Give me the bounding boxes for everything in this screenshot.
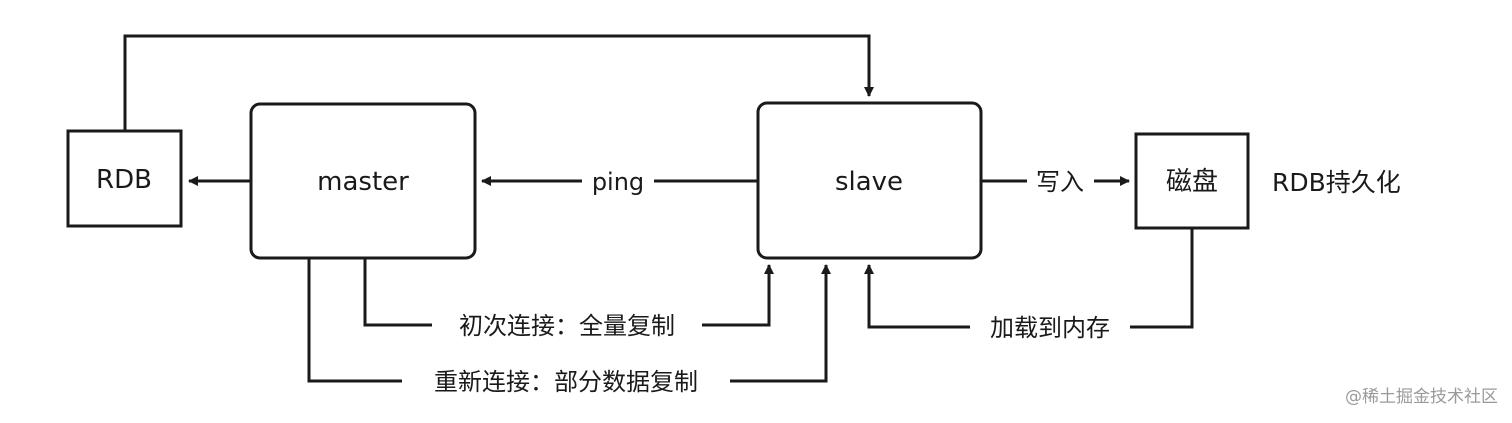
reconnect-label: 重新连接：部分数据复制	[434, 368, 698, 396]
load-label: 加载到内存	[990, 314, 1110, 342]
ping-label: ping	[592, 168, 644, 196]
master-label: master	[317, 167, 409, 197]
watermark: @稀土掘金技术社区	[1345, 387, 1498, 407]
rdb-label: RDB	[96, 165, 152, 195]
slave-label: slave	[835, 167, 903, 197]
disk-label: 磁盘	[1166, 167, 1218, 197]
master-node: master	[249, 102, 477, 260]
disk-node: 磁盘	[1134, 132, 1250, 230]
initial-sync-label: 初次连接：全量复制	[459, 312, 675, 340]
rdb-persistence-label: RDB持久化	[1272, 168, 1401, 197]
slave-node: slave	[756, 101, 983, 260]
rdb-to-slave-edge	[123, 34, 874, 131]
write-label: 写入	[1036, 168, 1084, 196]
rdb-node: RDB	[66, 129, 183, 228]
